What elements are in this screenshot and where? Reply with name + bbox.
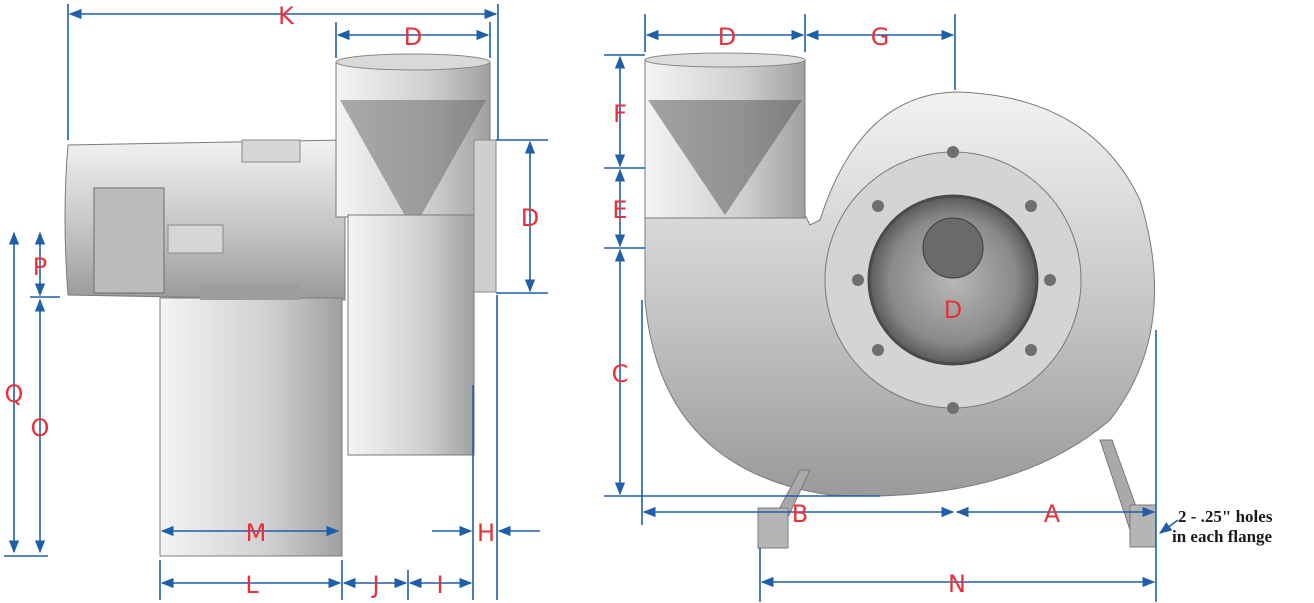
label-G: G bbox=[871, 23, 890, 51]
inlet-collar-side bbox=[473, 139, 497, 293]
motor-stand bbox=[159, 297, 343, 557]
label-I: I bbox=[436, 571, 443, 599]
outlet-rim-side bbox=[335, 53, 491, 71]
outlet-transition-front bbox=[648, 100, 802, 215]
label-J: J bbox=[370, 571, 379, 599]
front-view bbox=[644, 52, 1157, 549]
motor-nameplate bbox=[167, 224, 224, 254]
label-F: F bbox=[613, 100, 627, 128]
inlet-opening bbox=[867, 194, 1039, 366]
label-D-side-right: D bbox=[521, 204, 539, 232]
flange-bolts bbox=[852, 146, 1056, 414]
motor-junction-box bbox=[93, 187, 165, 294]
label-N: N bbox=[948, 570, 966, 598]
label-L: L bbox=[245, 571, 259, 599]
label-E: E bbox=[612, 196, 627, 224]
label-D-front-center: D bbox=[944, 296, 962, 324]
motor-mount bbox=[200, 284, 300, 300]
fan-hub bbox=[922, 217, 984, 279]
side-view bbox=[64, 53, 497, 557]
label-H: H bbox=[477, 519, 495, 547]
left-foot bbox=[757, 507, 789, 549]
label-M: M bbox=[246, 519, 267, 547]
label-P: P bbox=[33, 253, 47, 281]
side-dimensions bbox=[4, 4, 548, 600]
outlet-rim-front bbox=[644, 52, 806, 68]
housing-side bbox=[347, 214, 475, 456]
label-B: B bbox=[792, 500, 808, 528]
label-K: K bbox=[278, 2, 295, 30]
outlet-transition-side bbox=[340, 100, 486, 230]
flange-holes-note-line2: in each flange bbox=[1172, 527, 1273, 546]
label-D-side-top: D bbox=[404, 23, 422, 51]
label-O: O bbox=[31, 414, 50, 442]
flange-holes-note-line1: 2 - .25" holes bbox=[1178, 507, 1273, 526]
label-D-front-top: D bbox=[718, 23, 736, 51]
label-A: A bbox=[1044, 500, 1061, 528]
motor-nameplate-top bbox=[241, 139, 301, 163]
label-Q: Q bbox=[5, 380, 24, 408]
front-dimensions bbox=[604, 14, 1179, 602]
label-C: C bbox=[612, 360, 629, 388]
